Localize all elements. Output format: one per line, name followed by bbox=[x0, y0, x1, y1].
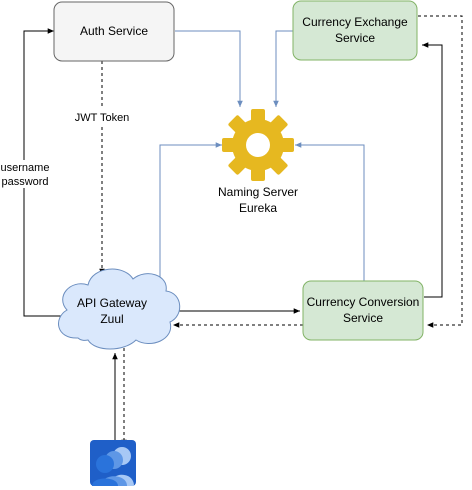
naming-server-label-line2: Eureka bbox=[239, 201, 277, 215]
edge-conversion-to-exchange bbox=[422, 42, 443, 298]
jwt-label-bg bbox=[69, 109, 135, 125]
credentials-label-username: username bbox=[1, 162, 50, 174]
edge-auth-to-naming bbox=[175, 30, 243, 107]
edge-exchange-to-conversion-return bbox=[418, 15, 463, 328]
api-gateway-cloud-node[interactable] bbox=[58, 268, 181, 350]
currency-conversion-label-line1: Currency Conversion bbox=[307, 295, 420, 309]
currency-conversion-label-line2: Service bbox=[343, 311, 383, 325]
credentials-label-bg bbox=[0, 160, 50, 188]
jwt-token-label: JWT Token bbox=[75, 112, 130, 124]
currency-exchange-label-line2: Service bbox=[335, 31, 375, 45]
currency-conversion-node[interactable] bbox=[302, 280, 424, 341]
edge-gateway-to-naming bbox=[159, 142, 222, 300]
auth-service-label: Auth Service bbox=[80, 24, 148, 38]
naming-server-gear-icon[interactable] bbox=[222, 109, 294, 181]
edge-conversion-to-naming bbox=[295, 142, 365, 281]
api-gateway-label-line1: API Gateway bbox=[77, 296, 147, 310]
naming-server-label-line1: Naming Server bbox=[218, 185, 298, 199]
auth-service-node[interactable] bbox=[53, 1, 175, 62]
currency-exchange-label-line1: Currency Exchange bbox=[302, 15, 408, 29]
currency-exchange-node[interactable] bbox=[292, 0, 418, 61]
api-gateway-label-line2: Zuul bbox=[100, 312, 123, 326]
users-icon[interactable] bbox=[90, 440, 136, 486]
edge-exchange-to-naming bbox=[273, 30, 293, 107]
credentials-label-password: password bbox=[1, 176, 48, 188]
